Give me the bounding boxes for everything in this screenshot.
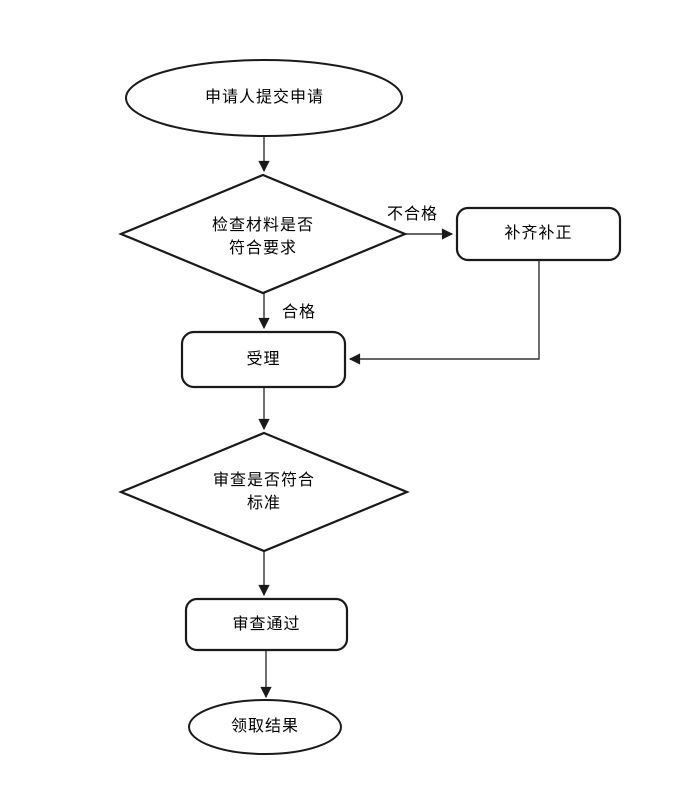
node-supplement-label: 补齐补正 <box>457 208 620 260</box>
node-pass-rect <box>184 597 349 652</box>
node-start-label: 申请人提交申请 <box>126 60 403 136</box>
node-start-ellipse <box>125 59 403 137</box>
node-result-text: 领取结果 <box>230 718 299 736</box>
node-accept-rect <box>180 330 347 389</box>
node-supplement-rect <box>455 206 622 262</box>
edge-label-qualified: 合格 <box>282 304 317 321</box>
edge-label-unqualified: 不合格 <box>387 206 439 223</box>
node-accept-label: 受理 <box>182 332 345 387</box>
node-result-ellipse <box>188 699 342 755</box>
node-review-label: 审查是否符合 标准 <box>154 464 374 520</box>
node-review-text-line1: 审查是否符合 <box>212 471 315 489</box>
node-start-text: 申请人提交申请 <box>204 89 324 107</box>
node-check-diamond <box>118 173 408 295</box>
node-accept-text: 受理 <box>246 350 281 368</box>
node-result-label: 领取结果 <box>189 700 341 754</box>
node-check-text-line1: 检查材料是否 <box>211 216 314 234</box>
edge-supplement-to-accept <box>348 260 540 365</box>
node-review-diamond <box>118 431 410 553</box>
node-check-label: 检查材料是否 符合要求 <box>153 209 373 265</box>
node-supplement-text: 补齐补正 <box>504 225 573 243</box>
node-pass-label: 审查通过 <box>186 599 347 650</box>
node-review-text-line2: 标准 <box>246 495 281 512</box>
node-check-text-line2: 符合要求 <box>228 240 297 257</box>
node-pass-text: 审查通过 <box>232 615 301 633</box>
